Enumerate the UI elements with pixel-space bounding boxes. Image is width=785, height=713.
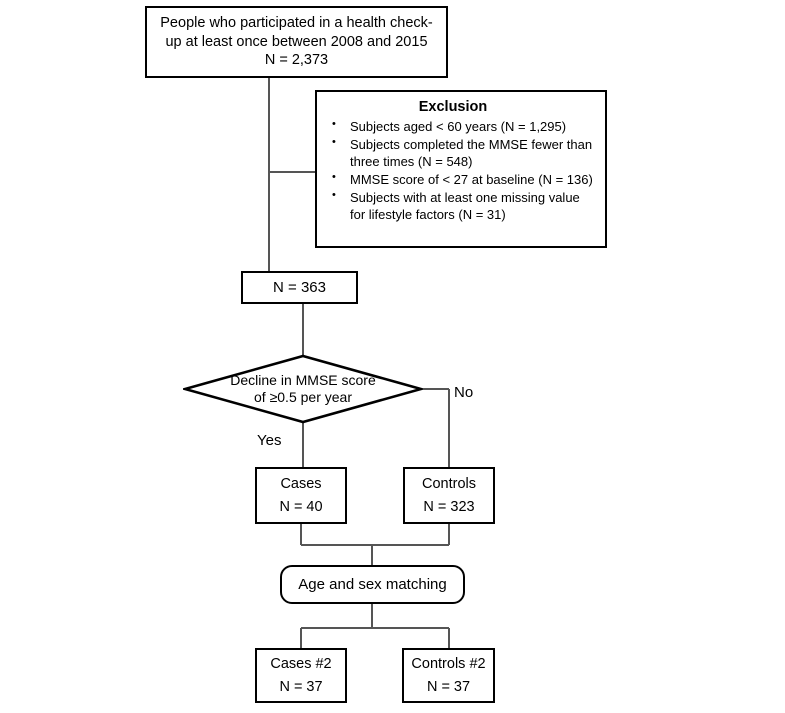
cases-count: N = 40 [279, 498, 323, 515]
cohort-count: N = 2,373 [264, 52, 329, 69]
exclusion-item-text: Subjects with at least one missing value [350, 189, 580, 205]
branch-label-yes: Yes [255, 432, 284, 449]
decision-line-1: Decline in MMSE score [230, 371, 376, 388]
node-cases-box: Cases N = 40 [255, 467, 347, 524]
node-eligible-box: N = 363 [241, 271, 358, 304]
exclusion-item-text-cont: three times (N = 548) [350, 154, 473, 170]
eligible-count: N = 363 [273, 279, 326, 296]
node-matching-box: Age and sex matching [280, 565, 465, 604]
controls-count: N = 323 [423, 498, 475, 515]
cohort-line-1: People who participated in a health chec… [160, 14, 433, 31]
exclusion-item: Subjects completed the MMSE fewer than t… [326, 135, 594, 171]
node-cases2-box: Cases #2 N = 37 [255, 648, 347, 703]
cases-title: Cases [280, 476, 322, 493]
node-controls2-box: Controls #2 N = 37 [402, 648, 495, 703]
exclusion-item: Subjects aged < 60 years (N = 1,295) [326, 117, 594, 136]
exclusion-item-text-cont: for lifestyle factors (N = 31) [350, 207, 506, 223]
cases2-count: N = 37 [279, 678, 323, 695]
diamond-shape [183, 354, 423, 424]
decision-label: Decline in MMSE score of ≥0.5 per year [183, 354, 423, 424]
decision-line-2: of ≥0.5 per year [254, 389, 352, 405]
matching-label: Age and sex matching [298, 576, 447, 593]
exclusion-item: Subjects with at least one missing value… [326, 188, 594, 224]
branch-label-no: No [452, 384, 476, 401]
cohort-line-2: up at least once between 2008 and 2015 [165, 33, 428, 50]
exclusion-title: Exclusion [418, 99, 488, 115]
exclusion-item-text: MMSE score of < 27 at baseline (N = 136) [350, 172, 593, 188]
node-controls-box: Controls N = 323 [403, 467, 495, 524]
exclusion-item-text: Subjects completed the MMSE fewer than [350, 136, 593, 152]
node-cohort-box: People who participated in a health chec… [145, 6, 448, 78]
exclusion-item: MMSE score of < 27 at baseline (N = 136) [326, 170, 594, 189]
exclusion-item-text: Subjects aged < 60 years (N = 1,295) [350, 119, 567, 134]
controls2-count: N = 37 [426, 678, 471, 695]
cases2-title: Cases #2 [270, 656, 332, 673]
exclusion-item-list: Subjects aged < 60 years (N = 1,295) Sub… [326, 117, 596, 224]
node-exclusion-box: Exclusion Subjects aged < 60 years (N = … [315, 90, 607, 248]
controls2-title: Controls #2 [411, 656, 486, 673]
controls-title: Controls [422, 476, 476, 493]
node-decision-diamond: Decline in MMSE score of ≥0.5 per year [183, 354, 423, 424]
